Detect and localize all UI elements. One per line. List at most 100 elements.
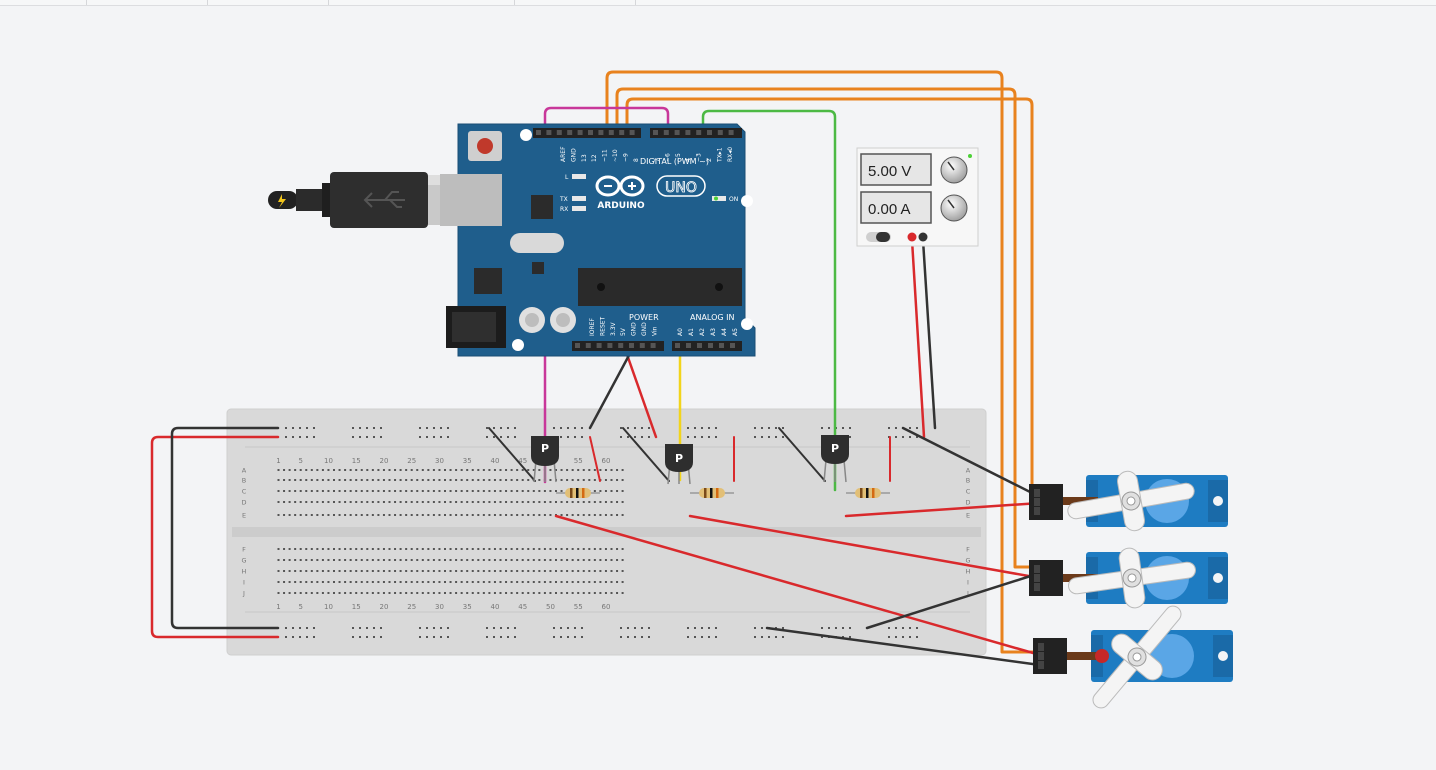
wire-orange-1 <box>605 70 1040 654</box>
column-number: 40 <box>490 603 499 611</box>
wire-servo2-gnd <box>865 571 1042 630</box>
column-number: 1 <box>276 457 280 465</box>
pin-label: A4 <box>721 328 728 336</box>
resistor-2 <box>690 488 734 498</box>
pin-label: A5 <box>732 328 739 336</box>
row-letter: A <box>966 467 971 475</box>
digital-header-left <box>533 128 641 138</box>
pin-label: AREF <box>560 146 567 162</box>
servo-3[interactable] <box>1033 589 1233 726</box>
column-number: 10 <box>324 603 333 611</box>
dc-power-supply[interactable]: 5.00 V 0.00 A <box>856 147 979 247</box>
pin-label: A2 <box>699 328 706 336</box>
pin-label: 8 <box>633 158 640 162</box>
pin-label: ~5 <box>675 153 682 162</box>
pin-label: 3.3V <box>610 321 617 336</box>
wire-gnd-q1 <box>488 427 536 482</box>
column-number: 5 <box>298 457 302 465</box>
row-letter: C <box>242 488 247 496</box>
pin-label: ~3 <box>696 153 703 162</box>
pin-label: Vin <box>651 326 658 336</box>
digital-header-right <box>650 128 742 138</box>
transistor-q3-label: P <box>831 442 839 455</box>
voltage-display <box>860 153 932 186</box>
transistor-q1-label: P <box>541 442 549 455</box>
wire-rail-red <box>150 435 280 639</box>
pin-label: A0 <box>677 328 684 336</box>
column-number: 20 <box>379 603 388 611</box>
wire-gnd-black <box>588 344 636 430</box>
row-letter: A <box>242 467 247 475</box>
column-number: 20 <box>379 457 388 465</box>
center-trench <box>232 527 981 537</box>
mounting-hole <box>520 129 532 141</box>
column-number: 1 <box>276 603 280 611</box>
row-letter: H <box>242 568 247 576</box>
on-label: ON <box>729 196 738 203</box>
column-number: 45 <box>518 603 527 611</box>
row-letter: J <box>966 590 969 598</box>
negative-terminal[interactable] <box>918 232 928 242</box>
pin-label: ~6 <box>664 153 671 162</box>
lightning-icon <box>278 194 286 208</box>
wire-rail-black <box>170 426 280 630</box>
servo-2[interactable] <box>1029 539 1228 616</box>
usb-symbol-icon <box>363 191 405 208</box>
column-number: 15 <box>352 603 361 611</box>
wire-green <box>701 109 837 492</box>
current-readout: 0.00 A <box>868 201 911 218</box>
led-tx-label: TX <box>559 196 568 203</box>
row-letter: G <box>241 557 246 565</box>
wire-ps-black <box>921 238 937 430</box>
analog-label: ANALOG IN <box>690 313 735 322</box>
column-number: 5 <box>298 603 302 611</box>
column-number: 25 <box>407 457 416 465</box>
resistor-3 <box>846 488 890 498</box>
wires[interactable] <box>150 70 1042 667</box>
row-letter: I <box>243 579 245 587</box>
pin-label: IOREF <box>589 318 596 336</box>
row-letter: F <box>966 546 970 554</box>
transistor-q2-label: P <box>675 452 683 465</box>
mounting-hole <box>741 318 753 330</box>
wire-ps-red <box>910 238 926 439</box>
row-letter: B <box>966 477 970 485</box>
mounting-hole <box>512 339 524 351</box>
transistor-q2[interactable]: P <box>665 444 693 485</box>
row-letter: H <box>966 568 971 576</box>
resistor-1 <box>556 488 600 498</box>
row-letter: B <box>242 477 246 485</box>
servo-1[interactable] <box>1029 460 1228 541</box>
atmega-chip <box>578 268 742 306</box>
led-on <box>712 196 726 201</box>
column-number: 55 <box>574 457 583 465</box>
brand-label: ARDUINO <box>597 201 645 211</box>
current-display <box>860 191 932 224</box>
pin-label: 13 <box>581 154 588 162</box>
row-letter: D <box>241 499 246 507</box>
positive-terminal[interactable] <box>907 232 917 242</box>
row-letter: F <box>242 546 246 554</box>
column-number: 55 <box>574 603 583 611</box>
pin-label: TX▸1 <box>716 147 723 163</box>
row-letter: C <box>966 488 971 496</box>
wire-servo1-red <box>844 501 1042 518</box>
top-toolbar <box>0 0 1436 6</box>
transistor-q3[interactable]: P <box>821 435 849 483</box>
wire-5v-red <box>622 344 658 439</box>
resistors[interactable] <box>556 488 890 498</box>
column-number: 30 <box>435 457 444 465</box>
led-l <box>572 174 586 179</box>
row-letter: D <box>965 499 970 507</box>
wire-magenta <box>543 106 670 484</box>
power-header <box>572 341 664 351</box>
column-number: 10 <box>324 457 333 465</box>
reset-button[interactable] <box>468 131 502 161</box>
transistor-q1[interactable]: P <box>531 436 559 483</box>
